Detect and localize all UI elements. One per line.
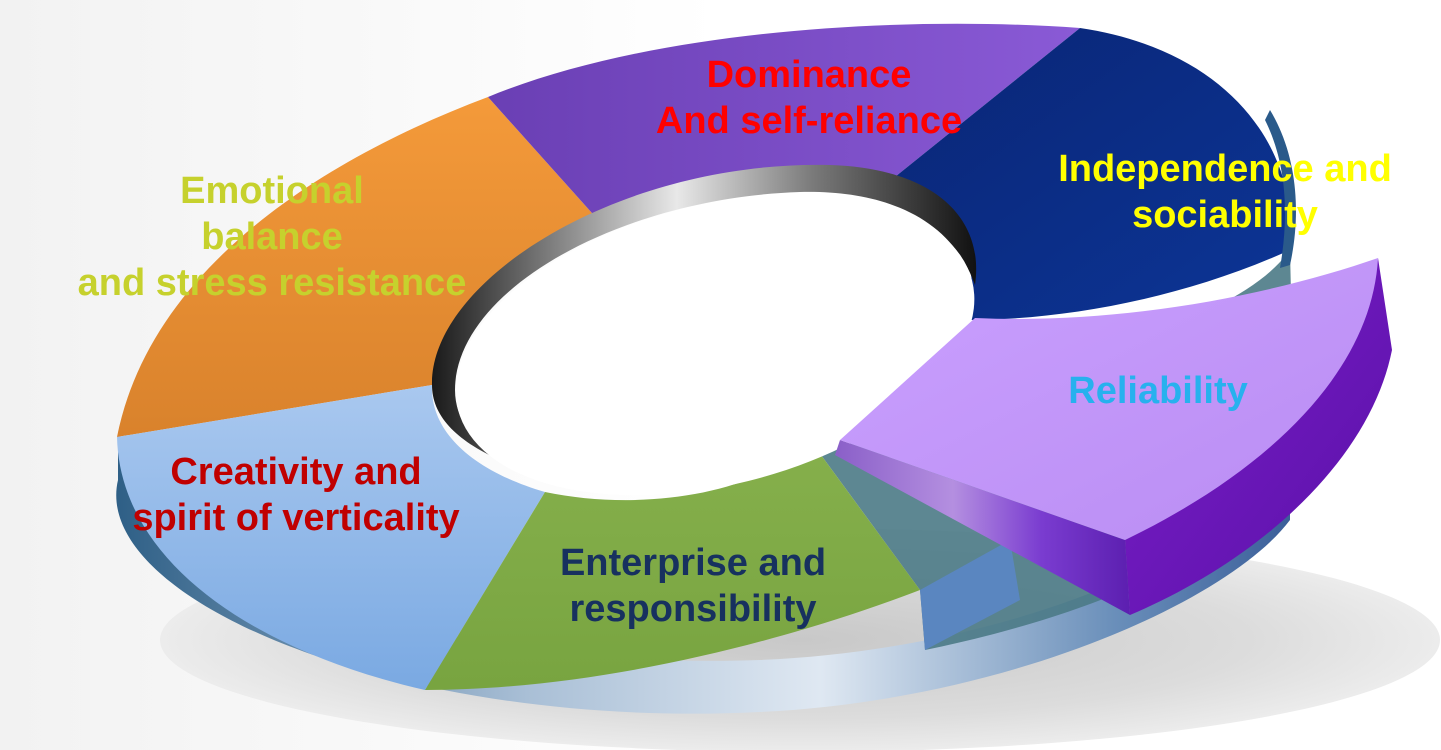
segment-emotional [117, 97, 600, 437]
label-enterprise-line-2: responsibility [569, 588, 817, 630]
ring-hole [455, 194, 975, 496]
label-enterprise: Enterprise and responsibility [560, 540, 826, 632]
label-emotional-line-2: balance [201, 216, 343, 258]
label-emotional-line-3: and stress resistance [77, 262, 467, 304]
label-emotional: Emotional balance and stress resistance [78, 168, 467, 306]
segment-reliability-outer-edge [1125, 258, 1392, 615]
ring-under-slice-blue [920, 540, 1020, 650]
independence-edge [1265, 110, 1296, 268]
label-independence-line-1: Independence and [1058, 148, 1392, 190]
label-dominance: Dominance And self-reliance [656, 52, 962, 144]
label-reliability-line-1: Reliability [1068, 370, 1248, 412]
segment-enterprise [425, 440, 920, 690]
label-creativity-line-2: spirit of verticality [132, 497, 460, 539]
label-independence: Independence and sociability [1058, 146, 1392, 238]
segment-reliability [840, 258, 1378, 540]
label-creativity: Creativity and spirit of verticality [132, 449, 459, 541]
label-independence-line-2: sociability [1132, 194, 1318, 236]
segment-reliability-side [835, 440, 1130, 615]
label-reliability: Reliability [1068, 368, 1248, 414]
label-emotional-line-1: Emotional [180, 170, 364, 212]
label-dominance-line-2: And self-reliance [655, 100, 963, 142]
label-enterprise-line-1: Enterprise and [559, 542, 827, 584]
hole-wall [431, 164, 977, 460]
segment-dominance [488, 23, 1080, 222]
segment-independence [885, 28, 1291, 320]
label-creativity-line-1: Creativity and [170, 451, 422, 493]
label-dominance-line-1: Dominance [706, 54, 912, 96]
segment-creativity [117, 385, 545, 690]
